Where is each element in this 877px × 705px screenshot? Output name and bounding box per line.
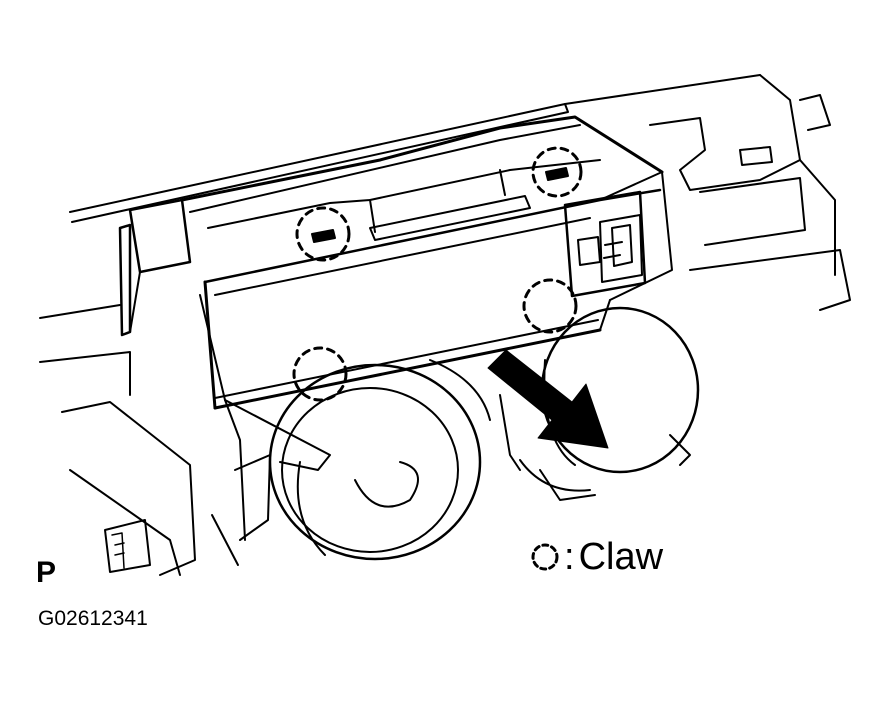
claw-marker-bottom-right — [522, 278, 578, 334]
claw-legend: : Claw — [530, 536, 663, 579]
legend-label: Claw — [578, 536, 664, 578]
claw-marker-top-left — [295, 206, 351, 262]
removal-arrow-icon — [487, 349, 609, 449]
round-duct-right — [499, 306, 700, 501]
legend-separator: : — [564, 536, 575, 578]
view-letter: P — [36, 556, 57, 589]
dashed-circle-icon — [531, 543, 559, 571]
figure-id: G02612341 — [38, 607, 148, 630]
claw-marker-top-right — [531, 146, 583, 198]
dashboard-structure — [39, 74, 851, 576]
wire-connector — [563, 190, 647, 298]
claw-marker-bottom-left — [292, 346, 348, 402]
control-module-box — [118, 115, 673, 410]
claw-tabs — [311, 167, 569, 243]
round-duct-left — [268, 359, 491, 561]
claw-markers — [292, 146, 583, 402]
